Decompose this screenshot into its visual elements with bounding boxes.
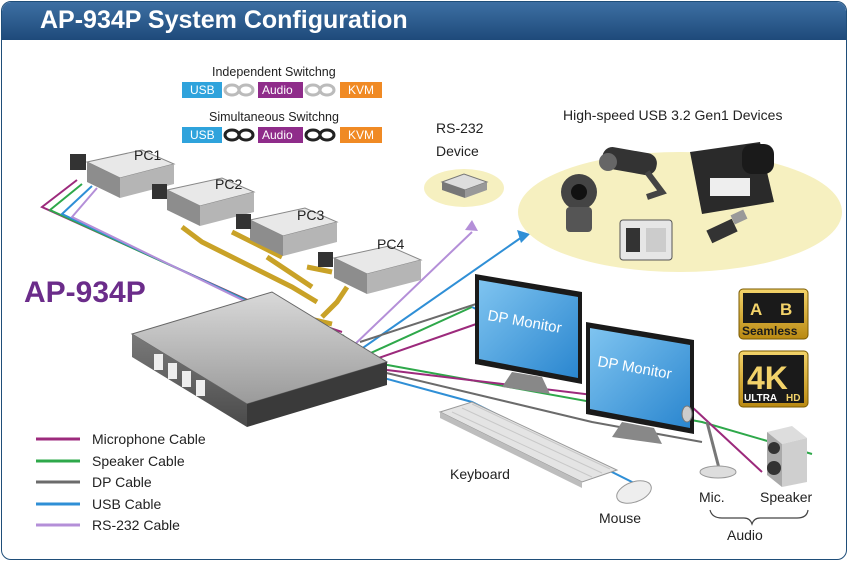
power-adapter-icon — [318, 252, 333, 267]
switching-legend: Independent Switchng USB Audio KVM Simul… — [182, 65, 382, 143]
audio-tag-label: Audio — [262, 128, 293, 142]
linked-chain-icon — [304, 128, 336, 142]
pc-2: PC2 — [152, 176, 256, 226]
legend-microphone-cable: Microphone Cable — [92, 431, 206, 447]
title-bar: AP-934P System Configuration — [2, 2, 846, 40]
monitor-1: DP Monitor — [475, 274, 582, 394]
hd-badge-label: HD — [786, 393, 800, 404]
scanner-icon — [619, 219, 673, 261]
product-label: AP-934P — [24, 276, 146, 309]
audio-tag-label: Audio — [262, 83, 293, 97]
legend-usb-cable: USB Cable — [92, 496, 161, 512]
seamless-badge: A B Seamless — [738, 288, 809, 340]
independent-switching-label: Independent Switchng — [212, 65, 336, 79]
monitor-2: DP Monitor — [586, 322, 694, 444]
power-adapter-icon — [70, 154, 86, 170]
keyboard: Keyboard — [438, 401, 619, 488]
usb-arrow-icon — [517, 230, 530, 243]
webcam-icon — [561, 174, 597, 232]
unlinked-chain-icon — [304, 83, 336, 97]
usb-devices-label: High-speed USB 3.2 Gen1 Devices — [563, 107, 782, 123]
page-title: AP-934P System Configuration — [40, 6, 408, 34]
unlinked-chain-icon — [223, 83, 255, 97]
audio-brace — [709, 509, 809, 526]
security-camera-icon — [599, 147, 667, 200]
audio-label: Audio — [727, 527, 763, 543]
mouse: Mouse — [599, 480, 652, 526]
speaker-icon — [768, 442, 780, 454]
pc-1-label: PC1 — [134, 147, 161, 163]
usb-tag — [182, 127, 222, 143]
speaker-label: Speaker — [760, 489, 812, 505]
keyboard-label: Keyboard — [450, 466, 510, 482]
microphone: Mic. — [681, 405, 737, 505]
kvm-tag — [340, 82, 382, 98]
legend-speaker-cable: Speaker Cable — [92, 453, 185, 469]
pc-1: PC1 — [70, 147, 176, 198]
power-adapter-icon — [152, 184, 167, 199]
usb-port-icon — [154, 354, 205, 396]
rs232-arrow-icon — [465, 220, 478, 231]
pc-2-label: PC2 — [215, 176, 242, 192]
legend-dp-cable: DP Cable — [92, 474, 152, 490]
pc-3-label: PC3 — [297, 207, 324, 223]
pc-group: PC1 PC2 PC3 PC4 — [70, 147, 423, 294]
rs232-label-line1: RS-232 — [436, 120, 484, 136]
audio-tag — [258, 127, 303, 143]
legend-rs232-cable: RS-232 Cable — [92, 517, 180, 533]
simultaneous-switching-label: Simultaneous Switchng — [209, 110, 339, 124]
4k-ultra-hd-badge: 4K ULTRA HD — [738, 350, 809, 408]
kvm-tag — [340, 127, 382, 143]
pc-3: PC3 — [236, 207, 339, 256]
mouse-label: Mouse — [599, 510, 641, 526]
pc-4-label: PC4 — [377, 236, 404, 252]
diagram-canvas: Independent Switchng USB Audio KVM Simul… — [24, 65, 842, 543]
speaker: Speaker — [760, 426, 812, 505]
audio-tag — [258, 82, 303, 98]
kvm-link-cables — [180, 225, 350, 327]
rs232-device: RS-232 Device — [424, 120, 504, 207]
usb-tag-label: USB — [190, 128, 215, 142]
seamless-badge-label: Seamless — [742, 324, 798, 338]
usb-tag-label: USB — [190, 83, 215, 97]
pc-4: PC4 — [318, 236, 423, 294]
mic-icon — [681, 405, 693, 423]
fax-machine-icon — [690, 142, 774, 214]
ultra-badge-label: ULTRA — [744, 393, 777, 404]
kvm-switch — [130, 291, 389, 427]
4k-badge-label: 4K — [747, 360, 788, 396]
mic-label: Mic. — [699, 489, 725, 505]
usb-devices-area: High-speed USB 3.2 Gen1 Devices — [518, 107, 842, 272]
kvm-tag-label: KVM — [348, 83, 374, 97]
kvm-tag-label: KVM — [348, 128, 374, 142]
rs232-label-line2: Device — [436, 143, 479, 159]
power-adapter-icon — [236, 214, 251, 229]
cable-legend: Microphone Cable Speaker Cable DP Cable … — [36, 431, 206, 533]
seamless-badge-b: B — [780, 300, 792, 319]
seamless-badge-a: A — [750, 300, 762, 319]
usb-drive-icon — [706, 209, 748, 244]
linked-chain-icon — [223, 128, 255, 142]
usb-tag — [182, 82, 222, 98]
